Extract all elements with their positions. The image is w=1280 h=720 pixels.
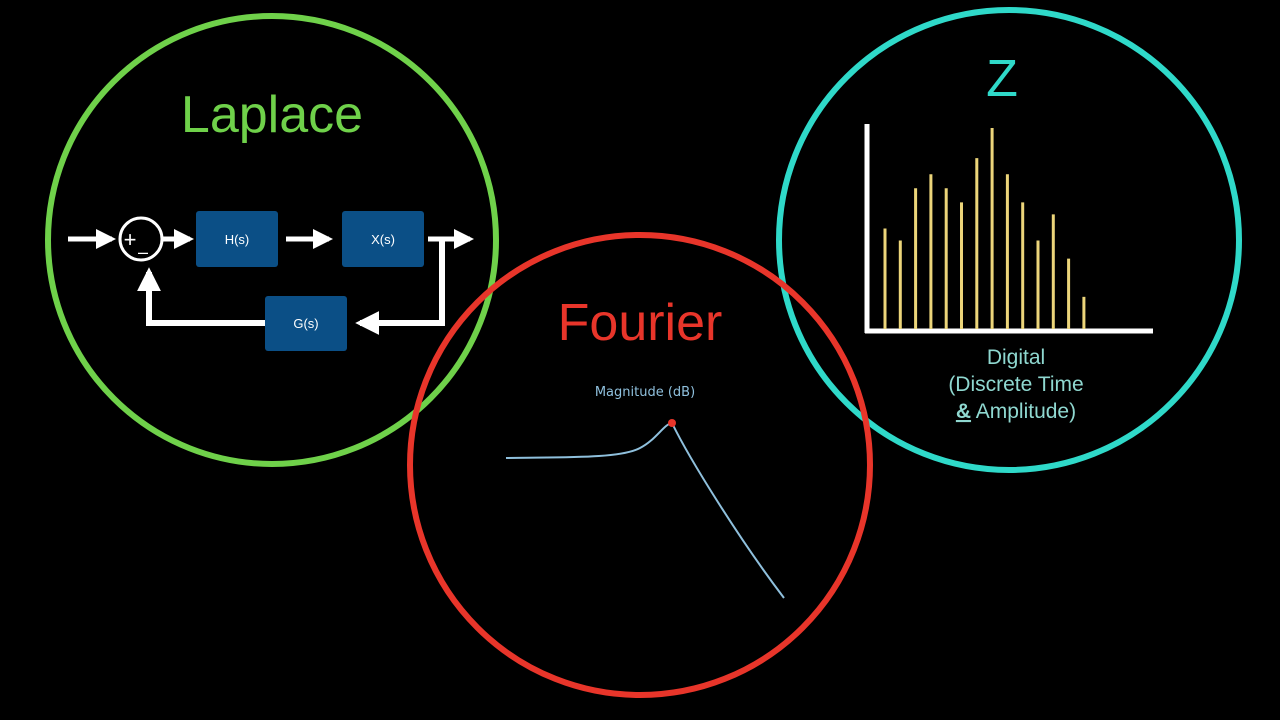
h-block-label: H(s)	[225, 232, 250, 247]
laplace-circle	[45, 13, 499, 467]
x-block	[342, 211, 424, 267]
resonance-peak-marker	[668, 419, 676, 427]
z-section: Z Digital (Discrete Time & Amplitude)	[776, 7, 1242, 473]
z-title: Z	[986, 50, 1018, 108]
feedback-path-left	[137, 267, 265, 326]
fourier-section: Fourier Magnitude (dB)	[407, 232, 873, 698]
discrete-stem-plot	[864, 124, 1153, 334]
z-caption-ampersand: &	[956, 400, 971, 423]
fourier-title: Fourier	[558, 294, 723, 352]
summing-junction	[118, 216, 164, 262]
feedback-path-right	[355, 239, 445, 335]
h-block	[196, 211, 278, 267]
fourier-circle	[407, 232, 873, 698]
z-circle	[776, 7, 1242, 473]
z-caption-line2: (Discrete Time	[948, 373, 1083, 396]
bode-magnitude-curve	[505, 421, 785, 599]
laplace-title: Laplace	[181, 86, 363, 144]
z-caption-line1: Digital	[987, 346, 1045, 369]
g-block-label: G(s)	[293, 316, 318, 331]
bode-plot-label: Magnitude (dB)	[595, 385, 695, 400]
feedback-block-diagram: + – H(s) X(s) G(s)	[68, 211, 474, 351]
z-caption-line3: & Amplitude)	[956, 400, 1076, 423]
x-block-label: X(s)	[371, 232, 395, 247]
summing-minus: –	[138, 242, 148, 262]
summing-plus: +	[124, 227, 137, 252]
z-caption-amplitude: Amplitude)	[971, 400, 1076, 423]
g-block	[265, 296, 347, 351]
laplace-section: Laplace + – H(s) X(s) G(s)	[45, 13, 499, 467]
